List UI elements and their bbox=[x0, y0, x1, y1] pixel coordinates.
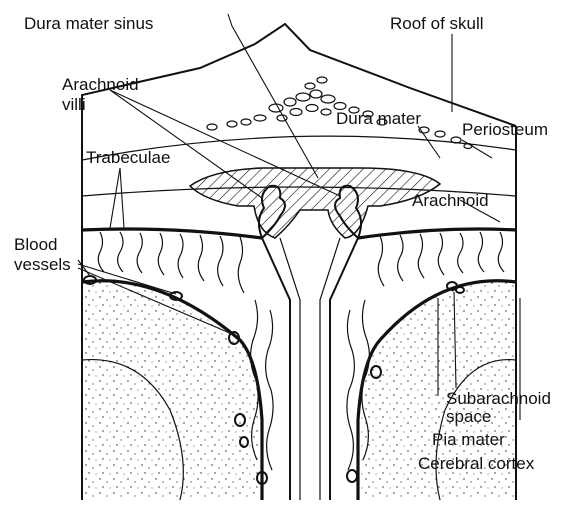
label-dura-mater: Dura mater bbox=[336, 109, 421, 128]
label-roof-of-skull: Roof of skull bbox=[390, 14, 484, 33]
label-arachnoid-villi-1: Arachnoid bbox=[62, 75, 139, 94]
falx bbox=[262, 238, 358, 500]
label-dura-mater-sinus: Dura mater sinus bbox=[24, 14, 153, 33]
label-trabeculae: Trabeculae bbox=[86, 148, 170, 167]
label-blood-2: vessels bbox=[14, 255, 71, 274]
label-arachnoid: Arachnoid bbox=[412, 191, 489, 210]
label-pia-mater: Pia mater bbox=[432, 430, 505, 449]
label-subarachnoid-2: space bbox=[446, 407, 491, 426]
arachnoid-membrane bbox=[82, 229, 516, 238]
dura-sinus bbox=[190, 168, 440, 238]
label-blood-1: Blood bbox=[14, 235, 57, 254]
label-arachnoid-villi-2: villi bbox=[62, 95, 86, 114]
label-subarachnoid-1: Subarachnoid bbox=[446, 389, 551, 408]
label-cerebral-cortex: Cerebral cortex bbox=[418, 454, 535, 473]
label-periosteum: Periosteum bbox=[462, 120, 548, 139]
